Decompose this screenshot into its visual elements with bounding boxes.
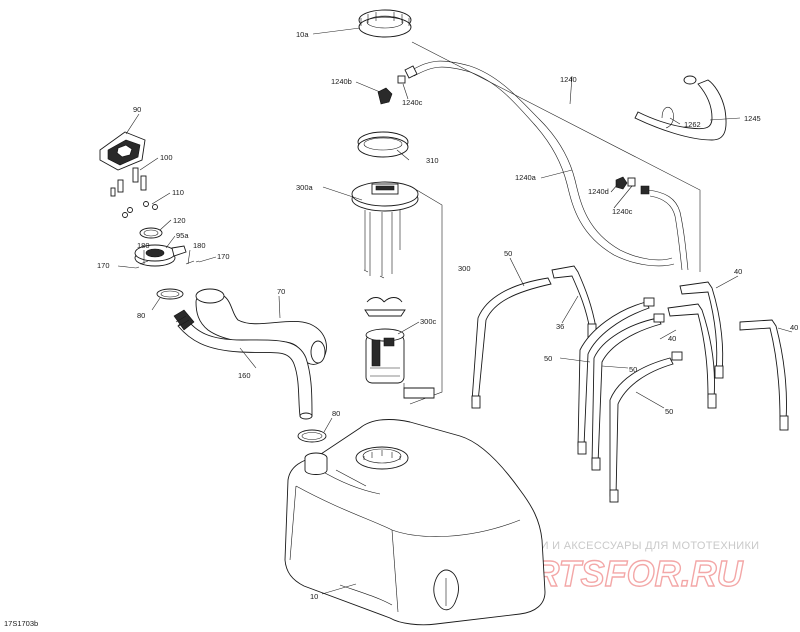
part-1262-clamp [661,106,674,129]
callout-170-left: 170 [97,261,110,270]
part-110-washers [122,201,158,218]
fitting-1240b [377,87,393,105]
callout-160: 160 [238,371,251,380]
part-50-strap-c [591,313,665,471]
callout-1240c-mid: 1240c [612,207,633,216]
callout-120: 120 [173,216,186,225]
part-120-o-ring [139,227,163,239]
part-10-fuel-tank [284,419,546,626]
callout-50-a: 50 [504,249,512,258]
callout-1240c-top: 1240c [402,98,423,107]
part-300c-pump-module [364,297,435,399]
watermark-tagline: ЗАПЧАСТИ И АКСЕССУАРЫ ДЛЯ МОТОТЕХНИКИ [488,540,759,552]
callout-1240b: 1240b [331,77,352,86]
part-160-filler-pipe [173,309,313,420]
figure-code: 17S1703b [4,619,38,628]
part-70-filler-hose [195,288,327,365]
callout-90: 90 [133,105,141,114]
callout-1262: 1262 [684,120,701,129]
callout-1245: 1245 [744,114,761,123]
callout-70: 70 [277,287,285,296]
fitting-1240c-top [397,75,406,84]
callout-80-bottom: 80 [332,409,340,418]
part-10a-lock-ring [358,9,412,38]
callout-300c: 300c [420,317,437,326]
callout-300: 300 [458,264,471,273]
part-40-strap-b [667,303,717,409]
part-310-gasket [357,131,409,158]
callout-36: 36 [556,322,564,331]
callout-50-b: 50 [544,354,552,363]
callout-1240a: 1240a [515,173,537,182]
part-100-bolts [110,167,147,197]
callout-180-right: 180 [193,241,206,250]
callout-100: 100 [160,153,173,162]
callout-95a: 95a [176,231,189,240]
bracket-300 [409,185,443,405]
fittings-1240d-1240c [615,176,636,190]
callout-110: 110 [172,188,184,197]
part-80-clamp-top [156,288,184,300]
callout-310: 310 [426,156,439,165]
callout-50-c: 50 [629,365,637,374]
callout-50-d: 50 [665,407,673,416]
part-300a-pump-flange [351,181,419,279]
callout-80-top: 80 [137,311,145,320]
callout-40-b: 40 [668,334,676,343]
part-50-strap-b [577,297,655,455]
callout-1240d: 1240d [588,187,609,196]
part-80-clamp-bottom [297,429,327,443]
part-50-strap-a [471,277,552,409]
callout-labels: 10a 1240b 1240c 1240 1245 1262 310 90 10… [97,30,798,601]
callout-40-a: 40 [734,267,742,276]
callout-40-c: 40 [790,323,798,332]
part-1245-vent-hose [634,75,727,141]
part-40-strap-c [739,319,789,431]
callout-10a: 10a [296,30,309,39]
part-50-strap-d [609,351,683,503]
callout-170-right: 170 [217,252,230,261]
part-95a-filler-neck [134,244,187,267]
leader-lines [117,27,793,595]
part-1240-return-line [640,185,689,271]
part-40-strap-a [679,281,724,379]
callout-300a: 300a [296,183,314,192]
callout-10: 10 [310,592,318,601]
callout-180-left: 180 [137,241,150,250]
callout-1240: 1240 [560,75,577,84]
part-1240-fuel-line [404,60,675,267]
part-90-filler-cap [99,131,146,171]
